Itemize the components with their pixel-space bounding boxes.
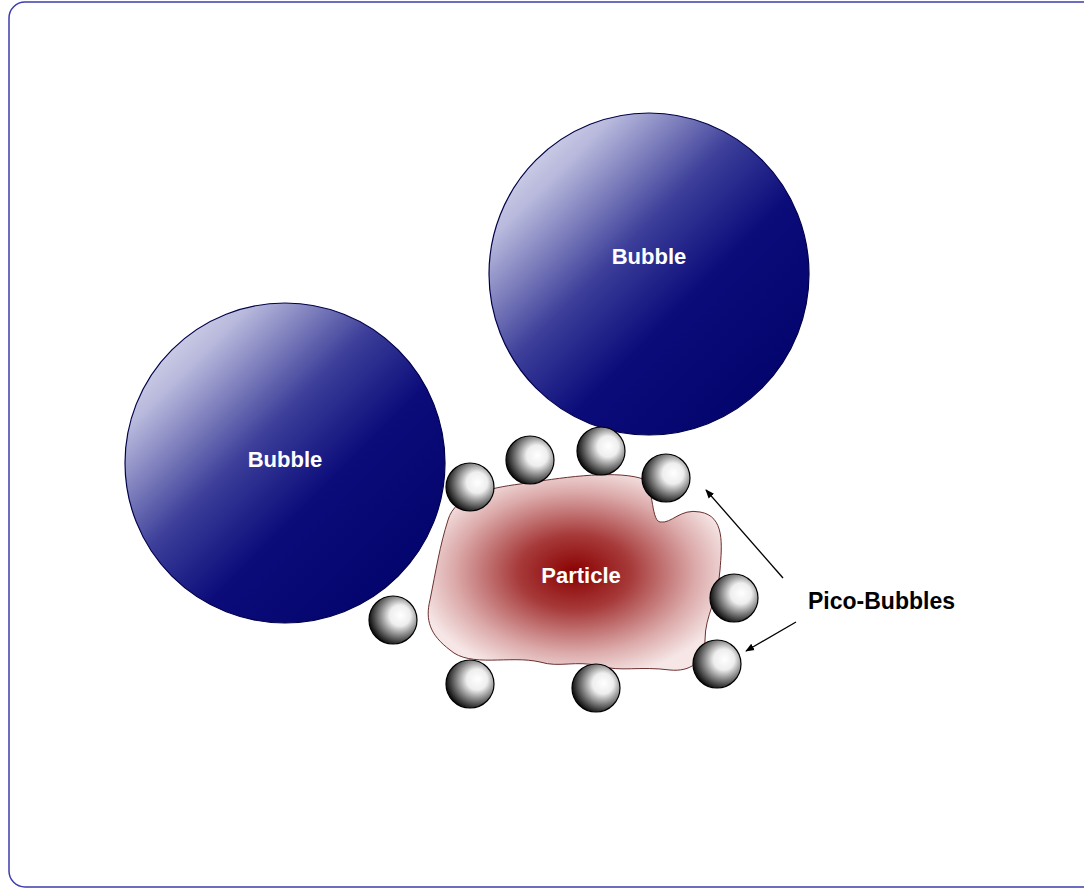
particle-label: Particle <box>541 563 621 589</box>
callout-label: Pico-Bubbles <box>808 588 955 615</box>
bubble-circle: Bubble <box>124 302 446 624</box>
bubble-label: Bubble <box>248 447 323 473</box>
pico-bubble <box>693 640 741 688</box>
bubble-circle: Bubble <box>488 112 810 436</box>
pico-bubble <box>506 436 554 484</box>
pico-bubble <box>577 427 625 475</box>
leader-arrow <box>746 622 796 651</box>
pico-bubble <box>710 574 758 622</box>
bubble-label: Bubble <box>612 244 687 270</box>
pico-bubble <box>642 454 690 502</box>
pico-bubble <box>446 660 494 708</box>
pico-bubble <box>446 463 494 511</box>
node-outline <box>488 112 810 436</box>
frame-border <box>9 2 1084 887</box>
pico-bubble <box>369 596 417 644</box>
pico-bubble <box>572 664 620 712</box>
bubble-shape <box>125 303 445 623</box>
particle-blob: Particle <box>420 465 730 680</box>
bubble-shape <box>489 113 809 435</box>
